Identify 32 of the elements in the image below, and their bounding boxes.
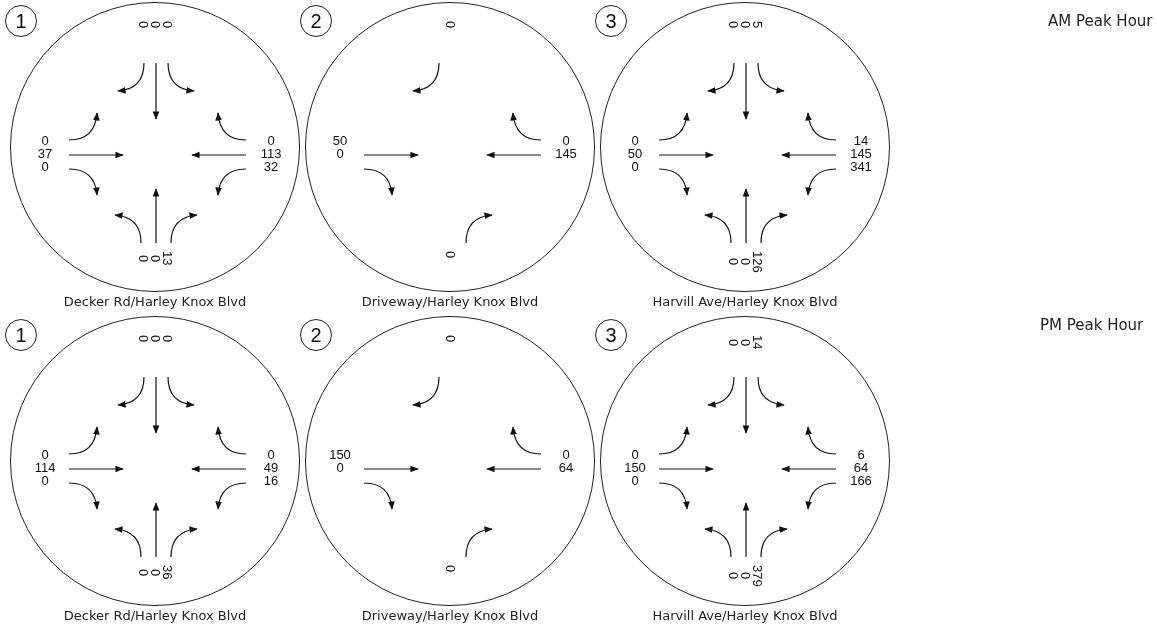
- volume-count: 150 0: [329, 448, 351, 474]
- volume-count: 0 64: [558, 448, 574, 474]
- volume-count: 0: [444, 335, 456, 343]
- volume-count: 0: [444, 21, 456, 29]
- intersection-name: Driveway/Harley Knox Blvd: [361, 608, 539, 623]
- volume-count: 14 145 341: [850, 134, 872, 173]
- peak-hour-label: PM Peak Hour: [1040, 316, 1144, 334]
- intersection-name: Driveway/Harley Knox Blvd: [361, 294, 539, 309]
- volume-count: 0 49 16: [263, 448, 279, 487]
- volume-count: 0 0 0: [137, 21, 173, 29]
- volume-count: 0: [444, 565, 456, 573]
- volume-count: 0 37 0: [37, 134, 53, 173]
- volume-count: 0 0 0: [137, 335, 173, 343]
- volume-count: 126 0 0: [727, 251, 763, 273]
- volume-count: 13 0 0: [137, 251, 173, 266]
- volume-count: 50 0: [332, 134, 348, 160]
- intersection-name: Decker Rd/Harley Knox Blvd: [63, 608, 247, 623]
- volume-count: 0 150 0: [624, 448, 646, 487]
- peak-hour-label: AM Peak Hour: [1048, 12, 1153, 30]
- volume-count: 36 0 0: [137, 565, 173, 580]
- volume-count: 379 0 0: [727, 565, 763, 587]
- volume-count: 0 114 0: [34, 448, 56, 487]
- intersection-name: Harvill Ave/Harley Knox Blvd: [652, 608, 838, 623]
- volume-count: 0 50 0: [627, 134, 643, 173]
- volume-count: 6 64 166: [850, 448, 872, 487]
- volume-count: 5 0 0: [727, 21, 763, 29]
- intersection-name: Decker Rd/Harley Knox Blvd: [63, 294, 247, 309]
- volume-count: 0: [444, 251, 456, 259]
- volume-count: 0 113 32: [260, 134, 282, 173]
- intersection-name: Harvill Ave/Harley Knox Blvd: [652, 294, 838, 309]
- volume-count: 0 145: [555, 134, 577, 160]
- volume-count: 14 0 0: [727, 335, 763, 350]
